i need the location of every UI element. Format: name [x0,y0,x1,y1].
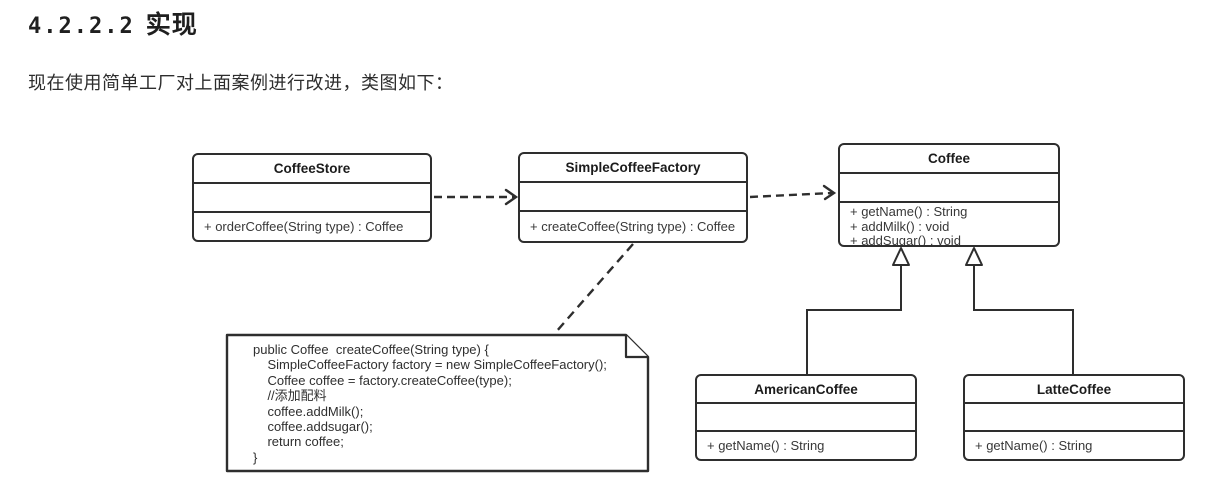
class-americancoffee: AmericanCoffee + getName() : String [695,374,917,461]
class-coffee: Coffee + getName() : String + addMilk() … [838,143,1060,247]
class-name: LatteCoffee [965,376,1183,404]
class-name: Coffee [840,145,1058,174]
class-simplecoffeefactory: SimpleCoffeeFactory + createCoffee(Strin… [518,152,748,243]
class-attributes [697,404,915,432]
method-label: + getName() : String [707,438,825,453]
inheritance-line-lattecoffee [973,264,1074,374]
section-number: 4.2.2.2 [28,14,135,39]
code-note: public Coffee createCoffee(String type) … [227,335,648,472]
method-label: + getName() : String [975,438,1093,453]
class-methods: + getName() : String [697,432,915,459]
code-line: public Coffee createCoffee(String type) … [253,342,489,357]
note-link-line [555,243,634,333]
class-methods: + orderCoffee(String type) : Coffee [194,213,430,240]
inheritance-triangle-americancoffee [892,247,910,266]
class-methods: + getName() : String + addMilk() : void … [840,203,1058,245]
method-label: + addMilk() : void [850,218,950,234]
code-note-outline [225,333,650,473]
class-attributes [194,184,430,213]
code-line: return coffee; [253,434,344,450]
class-attributes [840,174,1058,203]
class-methods: + createCoffee(String type) : Coffee [520,212,746,241]
code-line: Coffee coffee = factory.createCoffee(typ… [253,372,512,388]
method-label: + orderCoffee(String type) : Coffee [204,219,404,234]
class-attributes [965,404,1183,432]
dependency-line-factory-to-coffee [749,191,833,199]
class-lattecoffee: LatteCoffee + getName() : String [963,374,1185,461]
section-heading: 4.2.2.2 实现 [28,5,198,41]
method-label: + getName() : String [850,204,968,219]
code-line: } [253,449,258,465]
class-name: SimpleCoffeeFactory [520,154,746,183]
code-line: SimpleCoffeeFactory factory = new Simple… [253,357,607,373]
class-attributes [520,183,746,212]
code-line: //添加配料 [253,388,327,404]
inheritance-line-americancoffee [806,264,902,374]
code-line: coffee.addsugar(); [253,419,373,435]
code-note-fold-corner [624,335,648,359]
class-coffeestore: CoffeeStore + orderCoffee(String type) :… [192,153,432,242]
method-label: + addSugar() : void [850,233,961,245]
arrowhead-open-coffee [822,184,837,201]
section-title: 实现 [145,11,198,39]
class-name: AmericanCoffee [697,376,915,404]
arrowhead-open-factory [504,188,519,206]
class-name: CoffeeStore [194,155,430,184]
intro-text: 现在使用简单工厂对上面案例进行改进，类图如下： [28,73,454,93]
code-line: coffee.addMilk(); [253,403,364,419]
inheritance-triangle-lattecoffee [965,247,983,266]
method-label: + createCoffee(String type) : Coffee [530,219,736,234]
class-methods: + getName() : String [965,432,1183,459]
